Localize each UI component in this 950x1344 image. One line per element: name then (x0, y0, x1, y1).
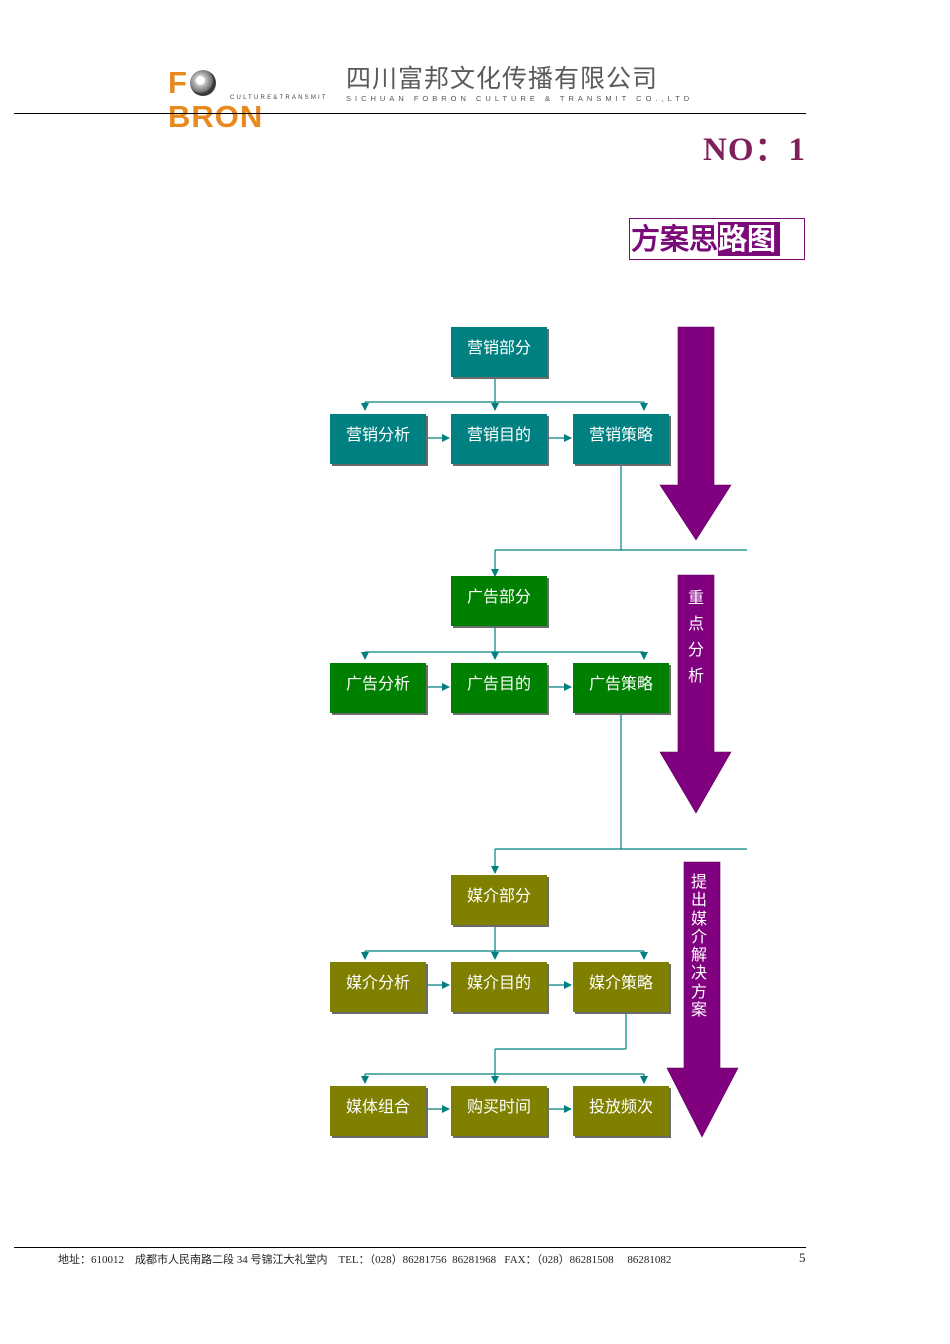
purchase-timing-box: 购买时间 (451, 1086, 547, 1136)
advertising-objective-box: 广告目的 (451, 663, 547, 713)
marketing-objective-box: 营销目的 (451, 414, 547, 464)
company-name-cn: 四川富邦文化传播有限公司 (346, 64, 659, 93)
media-objective-box: 媒介目的 (451, 962, 547, 1012)
purple-arrow-1 (659, 326, 732, 541)
logo-wordmark: FBRON (168, 65, 264, 134)
footer-divider (14, 1247, 806, 1248)
page-number: 5 (799, 1250, 806, 1265)
page-label: NO：1 (703, 132, 806, 168)
media-mix-box: 媒体组合 (330, 1086, 426, 1136)
title-part-2: 路图 (718, 222, 781, 256)
logo-globe-icon (189, 70, 216, 96)
focus-analysis-label: 重点分析 (687, 588, 704, 685)
logo-tagline: CULTURE&TRANSMIT (230, 95, 328, 101)
media-analysis-box: 媒介分析 (330, 962, 426, 1012)
company-name-en: SICHUAN FOBRON CULTURE & TRANSMIT CO.,LT… (346, 94, 694, 103)
advertising-strategy-box: 广告策略 (573, 663, 669, 713)
media-solution-label: 提出媒介解决方案 (690, 872, 707, 1020)
header-divider (14, 113, 806, 114)
footer-address: 地址：610012 成都市人民南路二段 34 号锦江大礼堂内 TEL：（028）… (58, 1254, 672, 1266)
media-section-box: 媒介部分 (451, 875, 547, 925)
marketing-analysis-box: 营销分析 (330, 414, 426, 464)
page-title: 方案思路图 (629, 218, 805, 260)
marketing-section-box: 营销部分 (451, 327, 547, 377)
advertising-section-box: 广告部分 (451, 576, 547, 626)
advertising-analysis-box: 广告分析 (330, 663, 426, 713)
purple-arrow-3 (666, 861, 739, 1138)
title-part-1: 方案思 (630, 222, 719, 256)
placement-frequency-box: 投放频次 (573, 1086, 669, 1136)
marketing-strategy-box: 营销策略 (573, 414, 669, 464)
media-strategy-box: 媒介策略 (573, 962, 669, 1012)
purple-arrow-2 (659, 574, 732, 814)
